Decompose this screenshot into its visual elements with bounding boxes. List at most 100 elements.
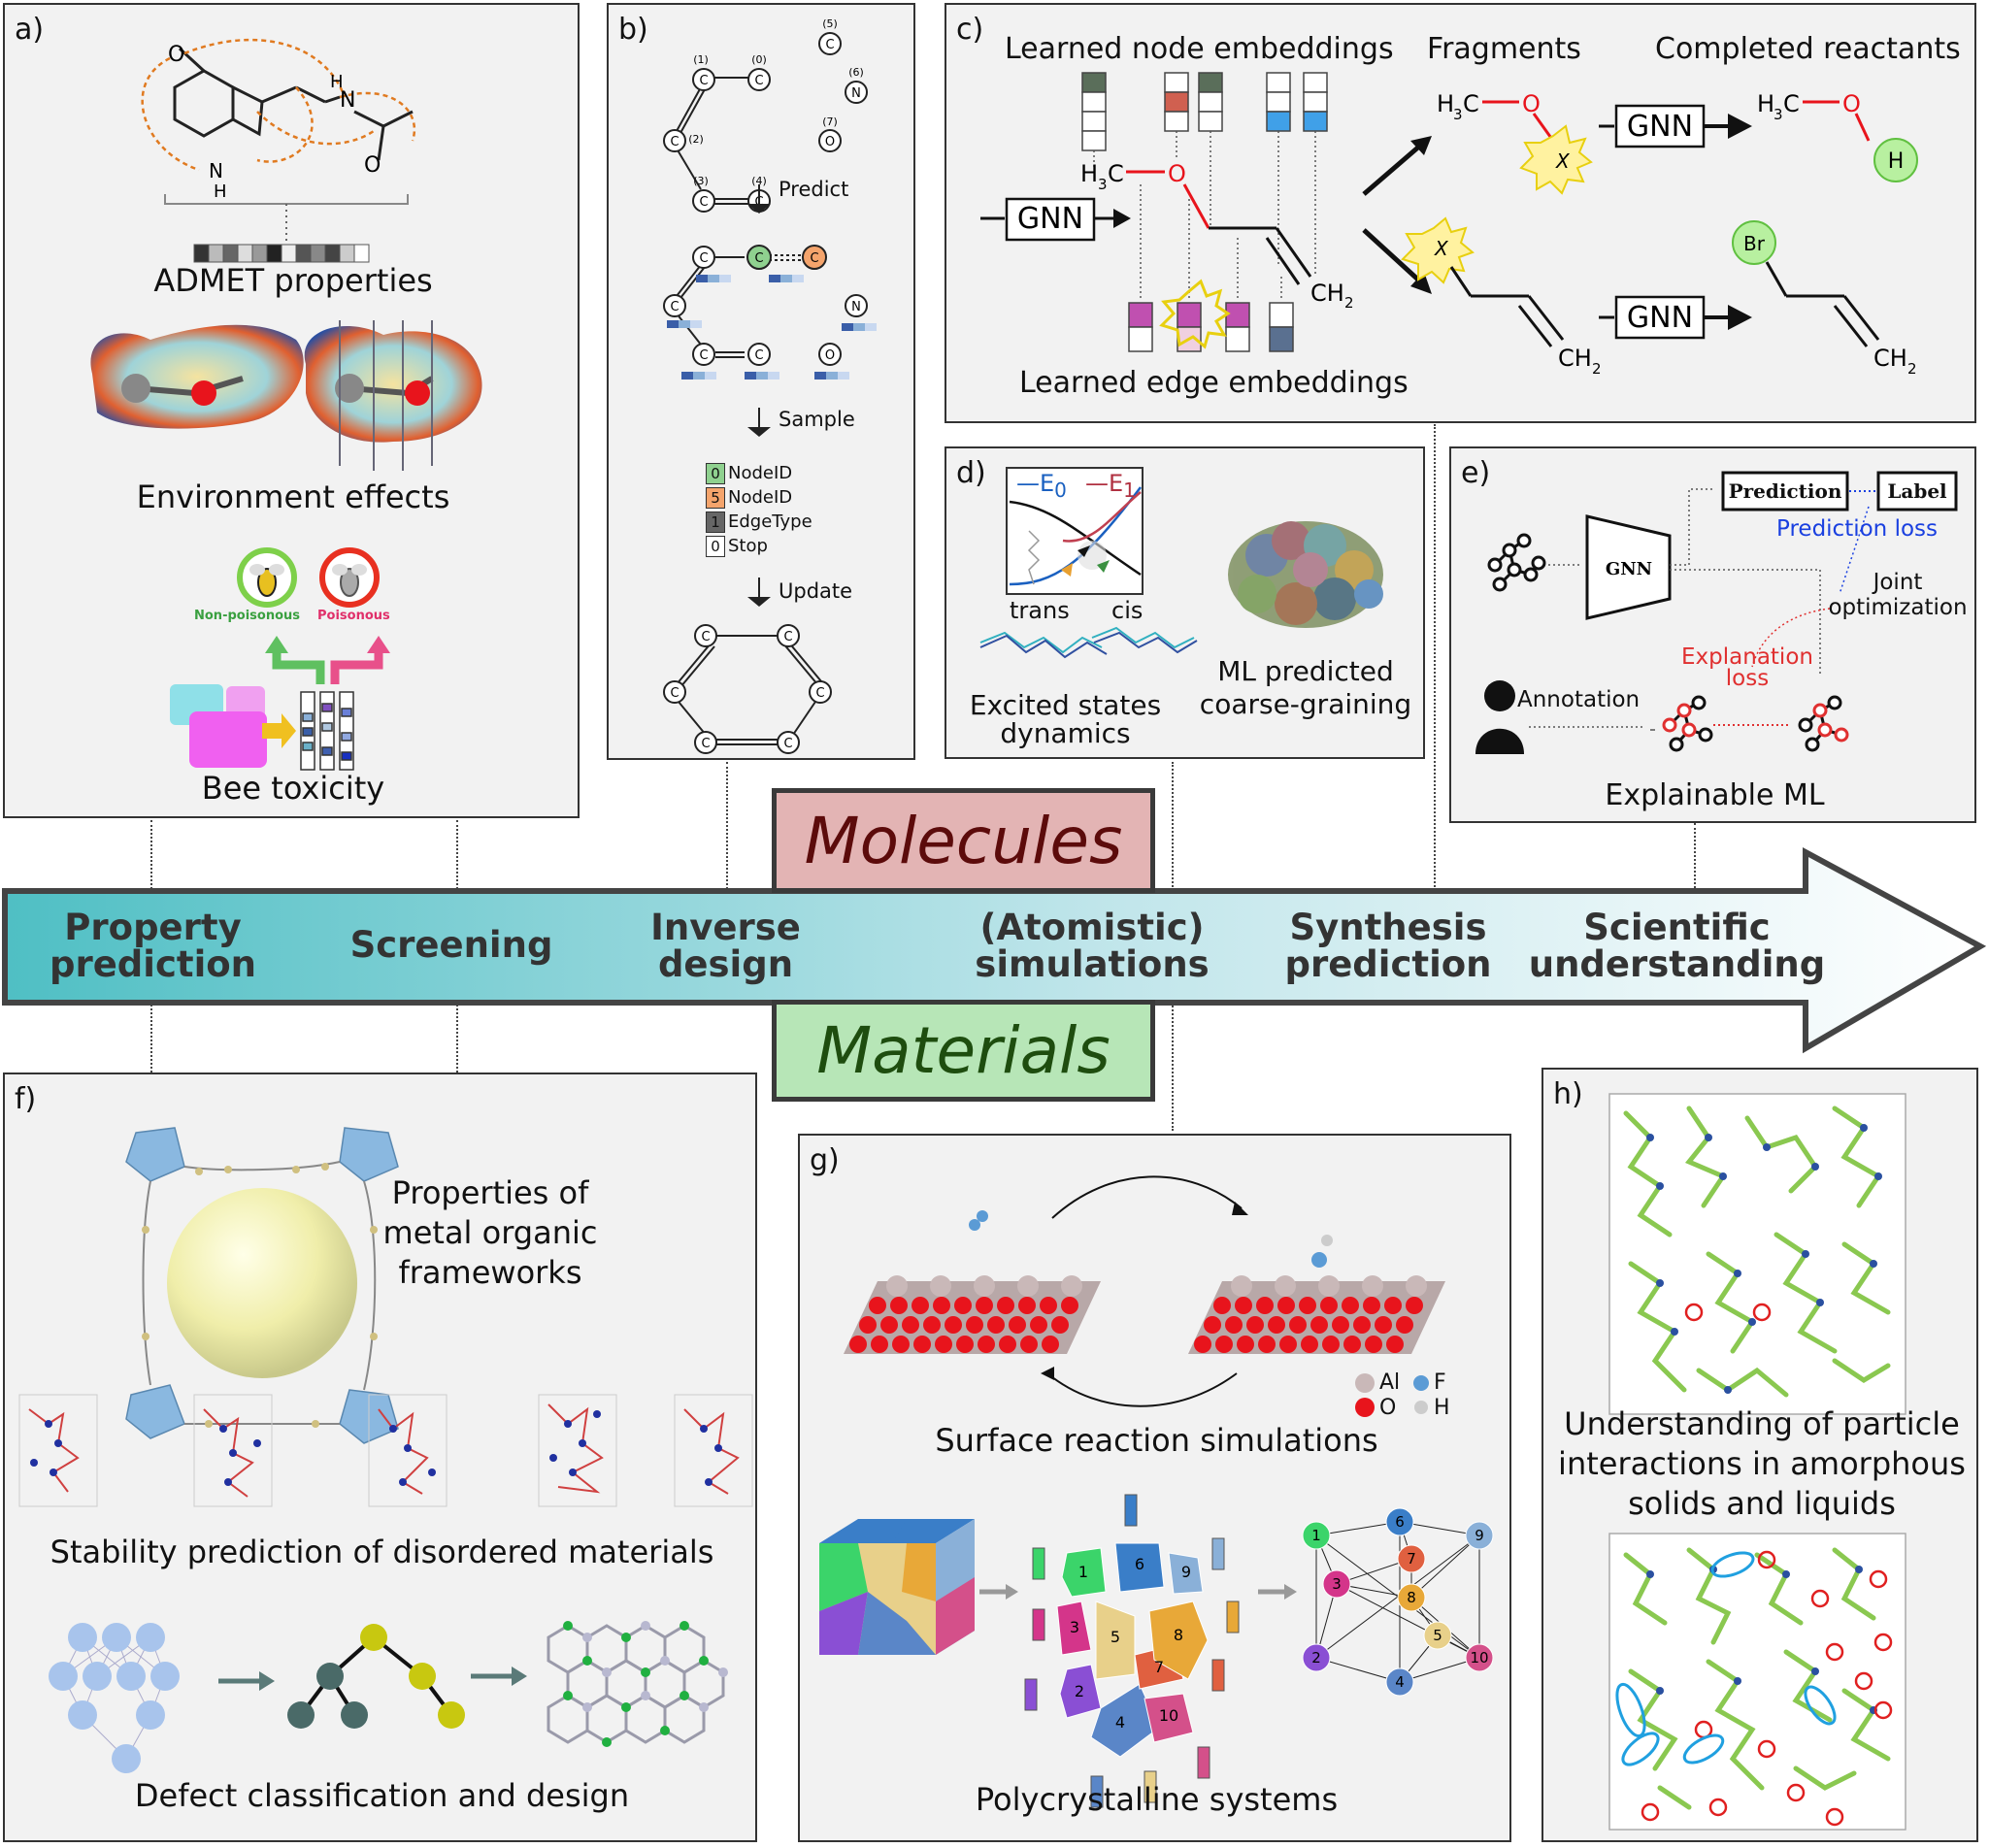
svg-text:3: 3 — [1453, 106, 1463, 123]
svg-text:(7): (7) — [822, 116, 838, 128]
svg-text:O: O — [825, 135, 835, 149]
panel-g: g) — [798, 1134, 1511, 1842]
sample-label: Sample — [779, 408, 855, 431]
svg-text:GNN: GNN — [1627, 110, 1693, 144]
svg-text:H: H — [1888, 149, 1905, 174]
svg-text:N: N — [209, 159, 223, 182]
panel-h-drawing — [1608, 1093, 1906, 1831]
svg-text:CH: CH — [1873, 345, 1907, 372]
svg-text:O: O — [364, 153, 381, 178]
connector-b — [726, 762, 728, 912]
panel-c: c) Learned node embeddings Fragments Com… — [945, 3, 1976, 423]
svg-text:O: O — [1168, 160, 1186, 187]
svg-text:7: 7 — [1407, 1550, 1416, 1568]
svg-text:C: C — [783, 630, 792, 644]
svg-text:2: 2 — [1907, 360, 1917, 378]
explanation-loss-1: Explanation — [1681, 644, 1813, 670]
e0-label: —E0 — [1016, 470, 1067, 502]
molecules-banner: Molecules — [772, 788, 1155, 893]
connector-e — [1694, 823, 1696, 915]
surface-reaction-title: Surface reaction simulations — [935, 1422, 1378, 1459]
svg-text:4: 4 — [1115, 1713, 1125, 1732]
svg-text:C: C — [670, 300, 679, 314]
svg-text:O: O — [1842, 90, 1861, 117]
svg-text:H: H — [330, 72, 344, 92]
svg-text:C: C — [1783, 90, 1800, 117]
connector-c — [1434, 424, 1436, 890]
svg-text:C: C — [754, 348, 763, 363]
prediction-box: Prediction — [1728, 479, 1842, 503]
svg-text:C: C — [670, 135, 679, 149]
explanation-loss-2: loss — [1725, 666, 1770, 691]
connector-f-left — [150, 1000, 152, 1072]
admet-title: ADMET properties — [153, 262, 433, 299]
svg-text:2: 2 — [1344, 294, 1354, 312]
node-embeddings-title: Learned node embeddings — [1005, 32, 1394, 66]
atom-index-1: (1) — [693, 53, 709, 66]
panel-b-label: b) — [618, 13, 648, 47]
svg-text:C: C — [699, 251, 708, 266]
svg-text:1: 1 — [1078, 1563, 1088, 1581]
svg-text:2: 2 — [1592, 360, 1602, 378]
svg-text:N: N — [340, 88, 355, 113]
legend-h: H — [1434, 1396, 1450, 1420]
svg-text:N: N — [851, 86, 861, 101]
panel-f-label: f) — [15, 1082, 37, 1116]
ml-coarse-title: ML predicted — [1217, 655, 1394, 687]
excited-states-title-2: dynamics — [1000, 717, 1131, 749]
bee-toxicity-title: Bee toxicity — [201, 770, 385, 807]
svg-text:(5): (5) — [822, 17, 838, 30]
panel-d-drawing — [979, 467, 1383, 659]
svg-text:C: C — [699, 74, 708, 88]
svg-text:GNN: GNN — [1627, 301, 1693, 335]
svg-text:H: H — [1757, 90, 1774, 117]
svg-text:10: 10 — [1470, 1649, 1488, 1666]
svg-text:C: C — [825, 38, 834, 52]
svg-text:C: C — [699, 195, 708, 210]
legend-o: O — [1379, 1396, 1397, 1420]
stability-title: Stability prediction of disordered mater… — [50, 1534, 714, 1570]
predict-label: Predict — [779, 178, 849, 201]
edge-embeddings-title: Learned edge embeddings — [1019, 366, 1409, 400]
svg-text:CH: CH — [1310, 280, 1344, 307]
trans-label: trans — [1010, 597, 1070, 624]
svg-text:C: C — [699, 348, 708, 363]
svg-text:C: C — [1108, 160, 1124, 187]
panel-a-drawing: N H O N H O — [90, 38, 482, 771]
panel-e: e) GNN — [1449, 446, 1976, 823]
svg-text:O: O — [168, 43, 184, 67]
svg-text:9: 9 — [1475, 1527, 1484, 1544]
svg-text:5: 5 — [1111, 1628, 1120, 1646]
svg-text:2: 2 — [1311, 1649, 1321, 1666]
svg-text:C: C — [810, 251, 818, 266]
connector-a-left — [150, 820, 152, 912]
panel-e-drawing: GNN — [1475, 471, 1958, 754]
svg-text:C: C — [670, 686, 679, 701]
panel-h: h) — [1541, 1068, 1978, 1842]
svg-text:GNN: GNN — [1606, 559, 1652, 579]
update-label: Update — [779, 579, 853, 603]
panel-e-label: e) — [1461, 456, 1491, 490]
svg-text:3: 3 — [1098, 176, 1108, 193]
svg-text:C: C — [783, 737, 792, 751]
connector-a-right — [456, 820, 458, 912]
e1-label: —E1 — [1085, 470, 1136, 502]
svg-text:1: 1 — [1311, 1527, 1321, 1544]
svg-text:9: 9 — [1181, 1563, 1191, 1581]
connector-f-right — [456, 1000, 458, 1072]
svg-text:X: X — [1434, 237, 1449, 260]
svg-text:3: 3 — [1332, 1575, 1342, 1593]
svg-text:(6): (6) — [848, 66, 864, 79]
svg-text:2: 2 — [1075, 1682, 1084, 1700]
svg-text:O: O — [1522, 90, 1541, 117]
svg-text:5: 5 — [1433, 1627, 1442, 1644]
svg-text:7: 7 — [1154, 1658, 1164, 1676]
